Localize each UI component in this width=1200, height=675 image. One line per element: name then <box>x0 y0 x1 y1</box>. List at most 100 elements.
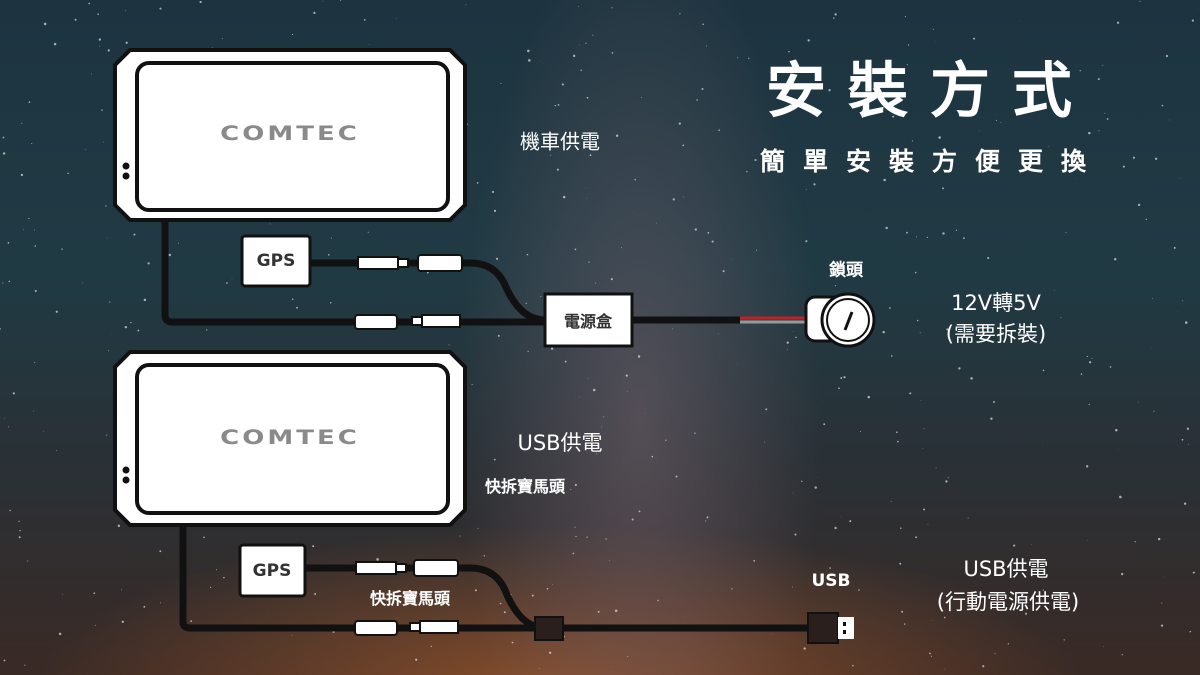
star <box>1102 64 1104 66</box>
star <box>1007 643 1010 645</box>
star <box>143 298 147 302</box>
star <box>376 558 379 561</box>
star <box>556 168 559 171</box>
star <box>2 136 5 139</box>
star <box>419 593 422 596</box>
star <box>85 149 86 151</box>
star <box>588 378 589 379</box>
star <box>53 42 57 46</box>
star <box>645 412 646 414</box>
star <box>763 441 765 443</box>
star <box>915 236 917 238</box>
star <box>107 49 110 52</box>
star <box>903 623 906 625</box>
star <box>28 101 31 103</box>
star <box>891 355 893 357</box>
star <box>672 328 673 330</box>
star <box>465 4 467 6</box>
star <box>493 209 497 212</box>
star <box>491 190 495 194</box>
star <box>58 632 62 636</box>
star <box>159 602 161 604</box>
star <box>909 392 912 395</box>
gps-label-top: GPS <box>256 251 296 271</box>
star <box>1165 54 1169 58</box>
star <box>943 616 946 619</box>
star <box>1184 321 1188 324</box>
star <box>231 278 233 279</box>
star <box>106 434 108 436</box>
star <box>545 136 546 138</box>
star <box>1188 444 1189 446</box>
star <box>498 490 500 492</box>
star <box>795 336 797 339</box>
star <box>901 610 904 613</box>
star <box>707 232 710 234</box>
star <box>852 665 854 667</box>
star <box>292 298 294 300</box>
star <box>528 59 531 62</box>
star <box>849 520 852 523</box>
star <box>694 228 697 231</box>
star <box>2 152 6 155</box>
star <box>611 52 614 54</box>
star <box>931 620 933 621</box>
star <box>21 122 23 124</box>
star <box>1036 297 1037 299</box>
star <box>656 222 657 224</box>
star <box>631 518 634 521</box>
star <box>926 236 928 238</box>
star <box>133 233 136 236</box>
star <box>82 282 83 284</box>
star <box>415 658 418 661</box>
star <box>211 47 213 48</box>
star <box>641 97 643 98</box>
star <box>177 242 179 244</box>
star <box>958 367 961 370</box>
motorcycle-power-label: 機車供電 <box>520 129 600 154</box>
star <box>792 331 794 332</box>
star <box>665 439 667 441</box>
star <box>95 624 97 626</box>
star <box>511 641 514 644</box>
star <box>8 280 11 283</box>
star <box>657 599 659 602</box>
star <box>495 257 499 260</box>
star <box>811 113 813 115</box>
star <box>125 41 128 44</box>
power-box-label: 電源盒 <box>563 312 613 331</box>
star <box>696 99 698 101</box>
star <box>823 423 826 426</box>
star <box>74 18 77 21</box>
star <box>1137 203 1141 207</box>
lock-icon <box>804 292 876 348</box>
device-bottom <box>113 350 467 527</box>
star <box>829 567 831 569</box>
star <box>322 0 324 2</box>
star <box>1121 654 1123 656</box>
star <box>906 231 908 234</box>
star <box>525 302 527 305</box>
star <box>24 664 26 666</box>
star <box>124 325 128 329</box>
star <box>1060 317 1062 319</box>
star <box>994 653 996 655</box>
star <box>932 28 934 30</box>
star <box>540 60 541 62</box>
star <box>706 45 708 47</box>
star <box>834 526 837 530</box>
star <box>269 223 271 225</box>
star <box>791 586 793 588</box>
star <box>679 13 681 15</box>
star <box>477 527 479 529</box>
star <box>737 57 739 59</box>
star <box>807 39 810 42</box>
usb-power-source-label: USB供電 <box>963 557 1049 581</box>
star <box>930 655 932 657</box>
star <box>526 253 529 256</box>
star <box>882 330 885 334</box>
star <box>718 129 720 131</box>
star <box>859 430 861 432</box>
star <box>588 261 590 263</box>
star <box>570 488 572 490</box>
